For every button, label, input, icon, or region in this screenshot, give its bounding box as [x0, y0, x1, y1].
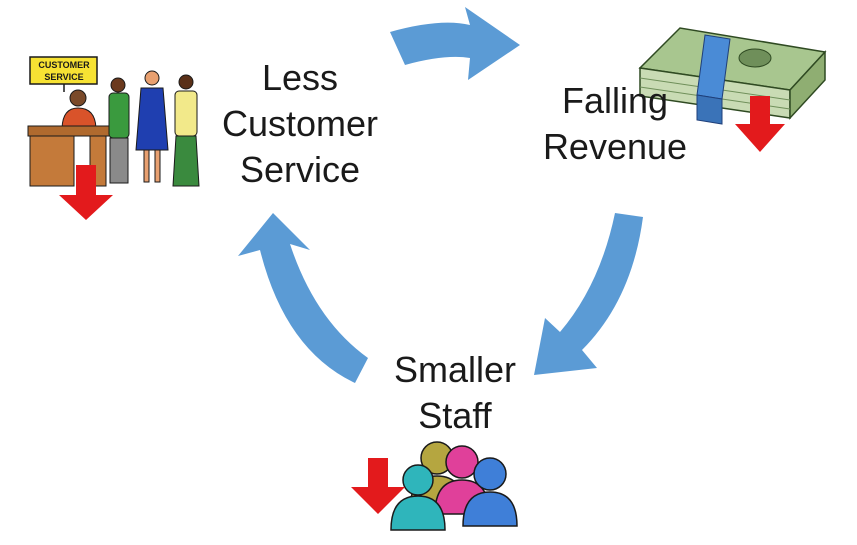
node-label-line: Smaller	[393, 349, 517, 390]
node-label-line: Falling	[561, 80, 669, 121]
cycle-arrow-staff-to-service	[238, 213, 368, 383]
person-teal	[390, 464, 446, 531]
node-label-line: Less	[261, 57, 339, 98]
customer-service-clipart: CUSTOMER SERVICE	[27, 56, 200, 187]
queue-person-2	[135, 70, 169, 183]
staff-down-arrow	[351, 458, 405, 514]
node-label-line: Revenue	[542, 126, 688, 167]
node-label-falling-revenue: Falling Revenue	[520, 78, 710, 170]
service-sign-line-1: CUSTOMER	[38, 60, 90, 70]
node-label-line: Customer	[221, 103, 379, 144]
node-label-smaller-staff: Smaller Staff	[360, 347, 550, 439]
cycle-arrow-revenue-to-staff	[534, 213, 643, 375]
cycle-arrow-service-to-revenue	[390, 7, 520, 80]
service-desk	[27, 125, 111, 137]
node-label-line: Staff	[418, 395, 492, 436]
queue-person-1	[108, 77, 130, 184]
service-down-arrow	[59, 165, 113, 220]
node-label-line: Service	[239, 149, 361, 190]
revenue-down-arrow	[735, 96, 785, 152]
service-sign-line-2: SERVICE	[44, 72, 83, 82]
person-blue	[462, 457, 518, 527]
node-label-less-customer-service: Less Customer Service	[205, 55, 395, 193]
queue-person-3	[172, 74, 200, 187]
people-group-clipart	[390, 441, 518, 531]
